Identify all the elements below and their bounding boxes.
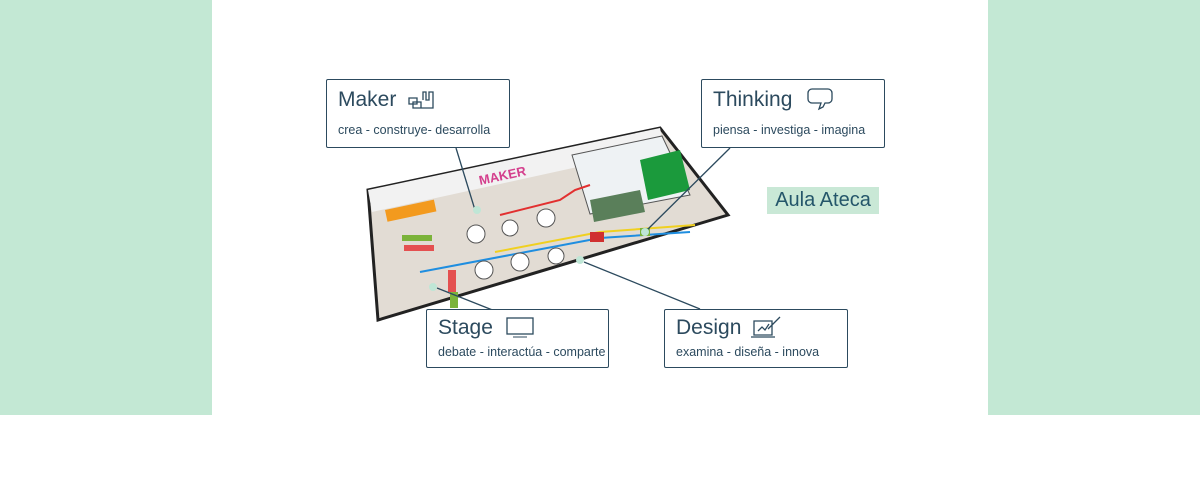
right-green-panel [988,0,1200,415]
zone-markers [429,206,649,291]
zone-card-stage: Stage debate - interactúa - comparte [426,309,609,368]
tables [466,208,565,280]
thought-bubble-icon [807,88,833,111]
zone-card-design: Design examina - diseña - innova [664,309,848,368]
zone-title: Thinking [713,88,793,111]
factory-icon [408,91,434,109]
red-path [499,184,591,216]
callout-lines [436,147,731,312]
left-green-panel [0,0,212,415]
zone-subtitle: examina - diseña - innova [676,345,820,359]
zone-title: Maker [338,88,397,111]
zone-card-thinking: Thinking piensa - investiga - imagina [701,79,885,148]
screen-icon [506,317,534,338]
aula-ateca-label: Aula Ateca [767,187,879,214]
zone-subtitle: piensa - investiga - imagina [713,123,866,137]
video-wall [590,190,645,222]
zone-card-maker: Maker crea - construye- desarrolla [326,79,510,148]
zone-subtitle: debate - interactúa - comparte [438,345,606,359]
green-screen [640,150,690,200]
back-wall [368,128,664,212]
orange-shelves [385,199,437,222]
zone-subtitle: crea - construye- desarrolla [338,123,491,137]
zone-title: Stage [438,316,493,339]
drawing-board-icon [751,316,781,338]
zone-title: Design [676,316,742,339]
